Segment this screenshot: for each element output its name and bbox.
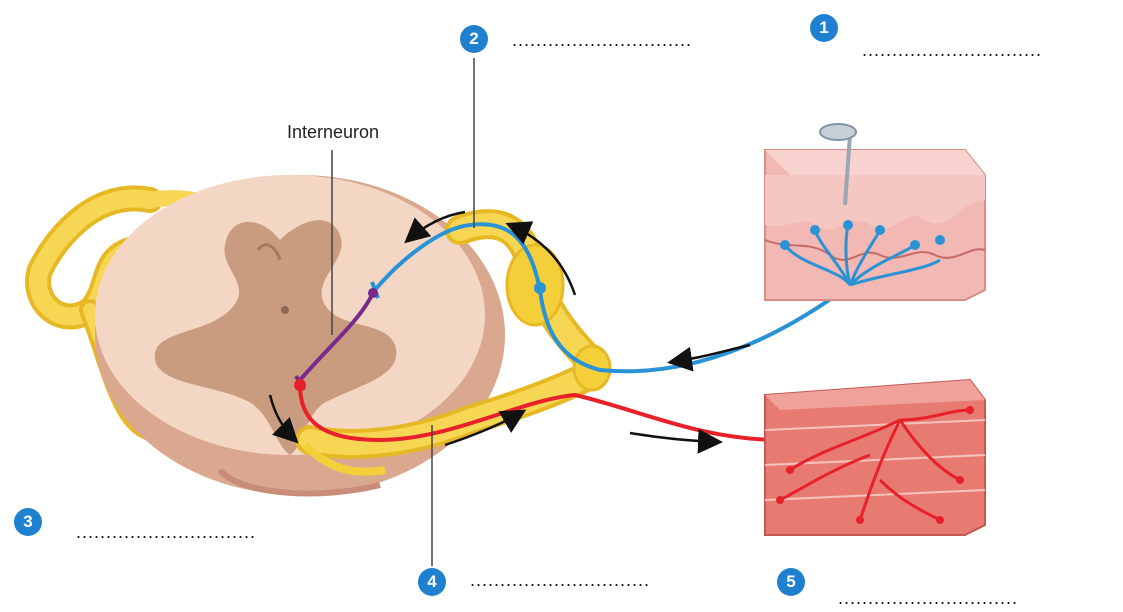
marker-3: 3 xyxy=(14,508,42,536)
marker-1: 1 xyxy=(810,14,838,42)
marker-4: 4 xyxy=(418,568,446,596)
answer-blank-2[interactable]: .............................. xyxy=(512,30,692,51)
arrow-to-muscle xyxy=(630,433,718,442)
marker-5: 5 xyxy=(777,568,805,596)
nail-head-icon xyxy=(820,124,856,140)
answer-blank-3[interactable]: .............................. xyxy=(76,522,256,543)
muscle-block xyxy=(765,380,985,535)
answer-blank-1[interactable]: .............................. xyxy=(862,40,1042,61)
answer-blank-5[interactable]: .............................. xyxy=(838,588,1018,609)
marker-2: 2 xyxy=(460,25,488,53)
answer-blank-4[interactable]: .............................. xyxy=(470,570,650,591)
skin-block xyxy=(765,124,985,300)
interneuron-label: Interneuron xyxy=(287,122,379,143)
